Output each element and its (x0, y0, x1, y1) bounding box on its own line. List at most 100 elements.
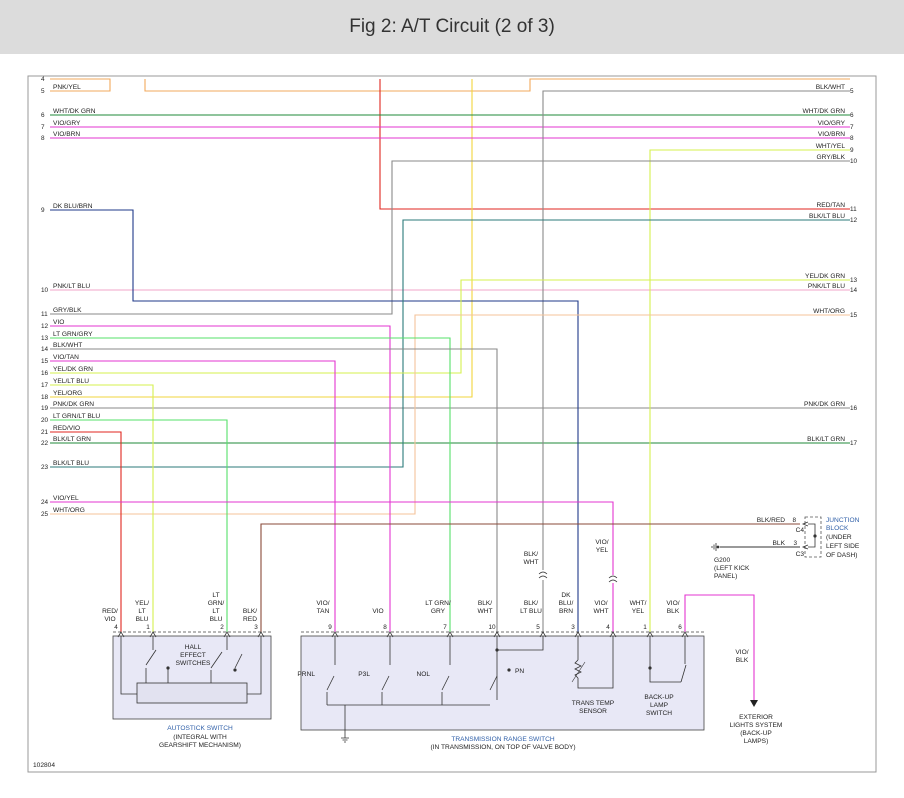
g200-label: G200 (714, 557, 730, 564)
left-pin-number: 18 (41, 394, 49, 401)
right-wire-label: BLK/LT BLU (809, 213, 845, 220)
left-pin-number: 15 (41, 358, 49, 365)
right-pin-number: 15 (850, 312, 858, 319)
autostick-pin-number: 3 (254, 624, 258, 631)
backup-switch (680, 664, 687, 683)
left-wire-label: BLK/LT GRN (53, 436, 91, 443)
right-pin-number: 14 (850, 287, 858, 294)
left-wire-label: VIO/YEL (53, 495, 79, 502)
wire-yel-org (50, 79, 473, 398)
range-switch-label: PRNL (297, 671, 315, 678)
vio-blk-right-label: VIO/ (735, 649, 748, 656)
range-switch (326, 675, 335, 691)
left-pin-number: 24 (41, 499, 49, 506)
vio-yel-inline-label: YEL (596, 547, 609, 554)
autostick-wire-label: LT (212, 592, 219, 599)
pin-arrow (149, 631, 157, 638)
left-pin-number: 11 (41, 311, 48, 318)
left-wire-label: LT GRN/GRY (53, 331, 93, 338)
right-wire-label: WHT/YEL (816, 143, 846, 150)
g200-ground-symbol (711, 543, 717, 551)
trs-wire-label: VIO (372, 608, 383, 615)
junction-block-name: JUNCTION (826, 517, 860, 524)
left-pin-number: 17 (41, 382, 49, 389)
left-wire-label: BLK/LT BLU (53, 460, 89, 467)
left-wire-label: WHT/DK GRN (53, 108, 96, 115)
autostick-wire-label: BLU (210, 616, 223, 623)
wire-pnk-yel-top (144, 78, 850, 92)
left-pin-number: 21 (41, 429, 49, 436)
trs-wire-label: BRN (559, 608, 573, 615)
wire-blk-wht (542, 90, 850, 570)
g200-desc: PANEL) (714, 573, 737, 580)
trs-wire-label: WHT/ (630, 600, 647, 607)
right-pin-number: 11 (850, 206, 857, 213)
right-pin-number: 12 (850, 217, 858, 224)
right-pin-number: 5 (850, 88, 854, 95)
internal-line (247, 636, 262, 695)
pin-arrow (609, 631, 617, 638)
internal-line (649, 668, 681, 683)
component-layer (112, 516, 822, 743)
diagram-frame (27, 75, 877, 773)
junction-dot (166, 666, 170, 670)
junction-dot (507, 668, 511, 672)
right-pin-number: 13 (850, 277, 858, 284)
range-switch (381, 675, 390, 691)
junction-dot (716, 545, 720, 549)
wire-vio (50, 325, 391, 632)
pin-arrow (117, 631, 125, 638)
inline-connector-mark (538, 571, 548, 579)
left-wire-label: PNK/LT BLU (53, 283, 90, 290)
wire-dk-blu-brn (50, 209, 579, 632)
blk-wht-inline-label: WHT (523, 559, 538, 566)
trs-wire-label: DK (561, 592, 571, 599)
ground-symbol (341, 737, 349, 743)
right-wire-label: YEL/DK GRN (805, 273, 845, 280)
backup-lamp-switch-label: SWITCH (646, 710, 672, 717)
wire-wht-org (50, 314, 850, 515)
autostick-switch-box (112, 635, 272, 720)
junction-wire-label: BLK (773, 540, 786, 547)
hall-effect-label: SWITCHES (176, 660, 211, 667)
trs-wire-label: WHT (593, 608, 608, 615)
junction-dot (233, 668, 237, 672)
trans-temp-sensor-label: SENSOR (579, 708, 607, 715)
junction-connector: C4 (796, 527, 805, 534)
exterior-lights-label: LIGHTS SYSTEM (730, 722, 783, 729)
sensor-arrow (571, 661, 586, 683)
right-wire-label: WHT/DK GRN (803, 108, 846, 115)
pin-arrow (257, 631, 265, 638)
trs-name: TRANSMISSION RANGE SWITCH (451, 736, 555, 743)
blk-wht-inline-label: BLK/ (524, 551, 538, 558)
trs-wire-label: LT GRN/ (425, 600, 451, 607)
trs-wire-label: WHT (477, 608, 492, 615)
left-pin-number: 12 (41, 323, 49, 330)
trs-wire-label: BLU/ (559, 600, 574, 607)
trs-wire-label: VIO/ (316, 600, 329, 607)
range-switch-label: PN (515, 668, 524, 675)
backup-lamp-switch-label: LAMP (650, 702, 669, 709)
trs-wire-label: LT BLU (520, 608, 542, 615)
trs-wire-label: VIO/ (666, 600, 679, 607)
inline-connector-mark (608, 575, 618, 583)
wire-gry-blk (50, 160, 850, 315)
trs-wire-label: GRY (431, 608, 446, 615)
right-pin-number: 17 (850, 440, 858, 447)
left-pin-number: 13 (41, 335, 49, 342)
exterior-lights-label: EXTERIOR (739, 714, 773, 721)
hall-effect-label: HALL (185, 644, 202, 651)
right-pin-number: 9 (850, 147, 854, 154)
trs-pin-number: 7 (443, 624, 447, 631)
autostick-switch-desc: GEARSHIFT MECHANISM) (159, 742, 241, 749)
left-wire-label: VIO/TAN (53, 354, 79, 361)
left-wire-label: RED/VIO (53, 425, 80, 432)
pin-arrow (331, 631, 339, 638)
wire-layer (50, 78, 850, 700)
wire-lt-grn-gry (50, 337, 451, 632)
wire-yel-dk-grn (50, 279, 850, 374)
exterior-lights-label: LAMPS) (744, 738, 769, 745)
left-wire-label: DK BLU/BRN (53, 203, 93, 210)
left-pin-number: 5 (41, 88, 45, 95)
hall-switch (210, 651, 223, 669)
